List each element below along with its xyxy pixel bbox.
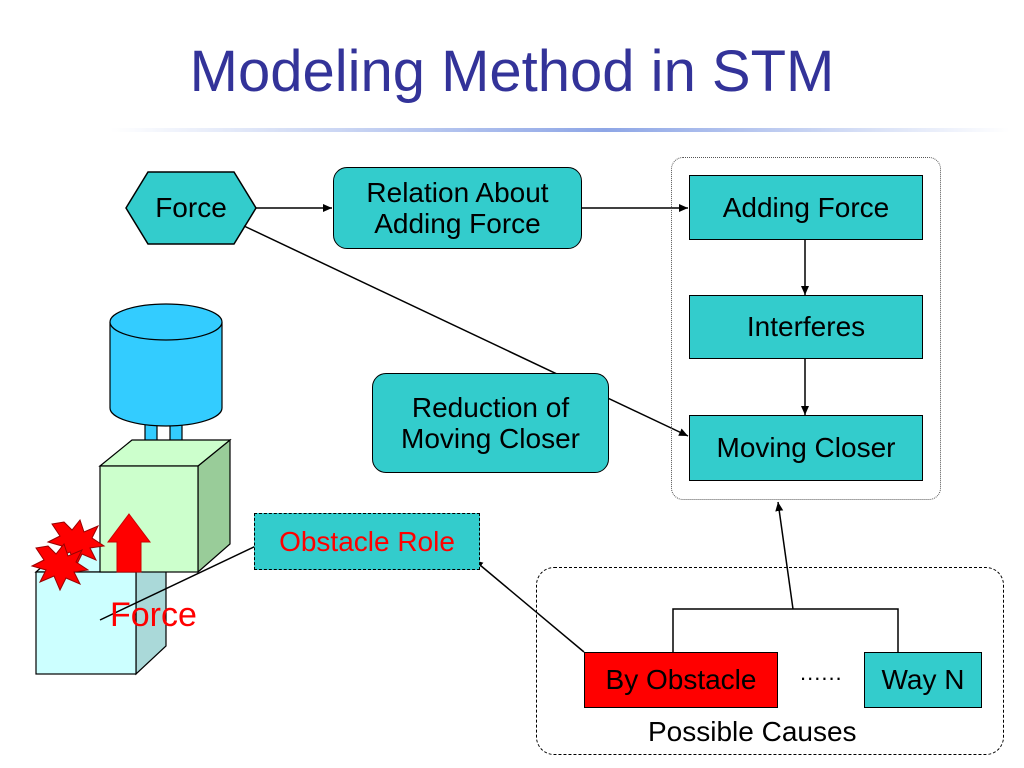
node-by-obstacle: By Obstacle <box>584 652 778 708</box>
mechanism-group <box>671 157 941 500</box>
force-up-arrow-icon <box>107 513 151 573</box>
collision-burst-icon <box>30 542 90 592</box>
ellipsis-label: ...... <box>800 660 843 685</box>
node-way-n: Way N <box>864 652 982 708</box>
page-title: Modeling Method in STM <box>189 39 835 104</box>
connector-by-obstacle-to-obstacle-role <box>473 559 585 653</box>
possible-causes-group <box>536 567 1004 755</box>
node-obstacle-role: Obstacle Role <box>254 513 480 570</box>
node-moving-closer: Moving Closer <box>689 415 923 481</box>
causes-tree-branch <box>672 608 899 652</box>
node-adding-force: Adding Force <box>689 175 923 240</box>
connector-obstacle-role-to-illustration <box>99 545 257 621</box>
node-force: Force <box>155 192 227 224</box>
title-divider <box>110 128 1010 132</box>
node-reduction-of-moving-closer: Reduction of Moving Closer <box>372 373 609 473</box>
tank-illustration <box>109 303 223 461</box>
node-relation-about-adding-force: Relation About Adding Force <box>333 167 582 249</box>
connector-force-to-moving-closer <box>243 225 689 437</box>
upper-block <box>98 438 232 574</box>
connector-causes-to-moving-closer <box>775 501 794 610</box>
illustration-force-label: Force <box>110 596 197 634</box>
possible-causes-label: Possible Causes <box>648 716 857 747</box>
node-interferes: Interferes <box>689 295 923 359</box>
